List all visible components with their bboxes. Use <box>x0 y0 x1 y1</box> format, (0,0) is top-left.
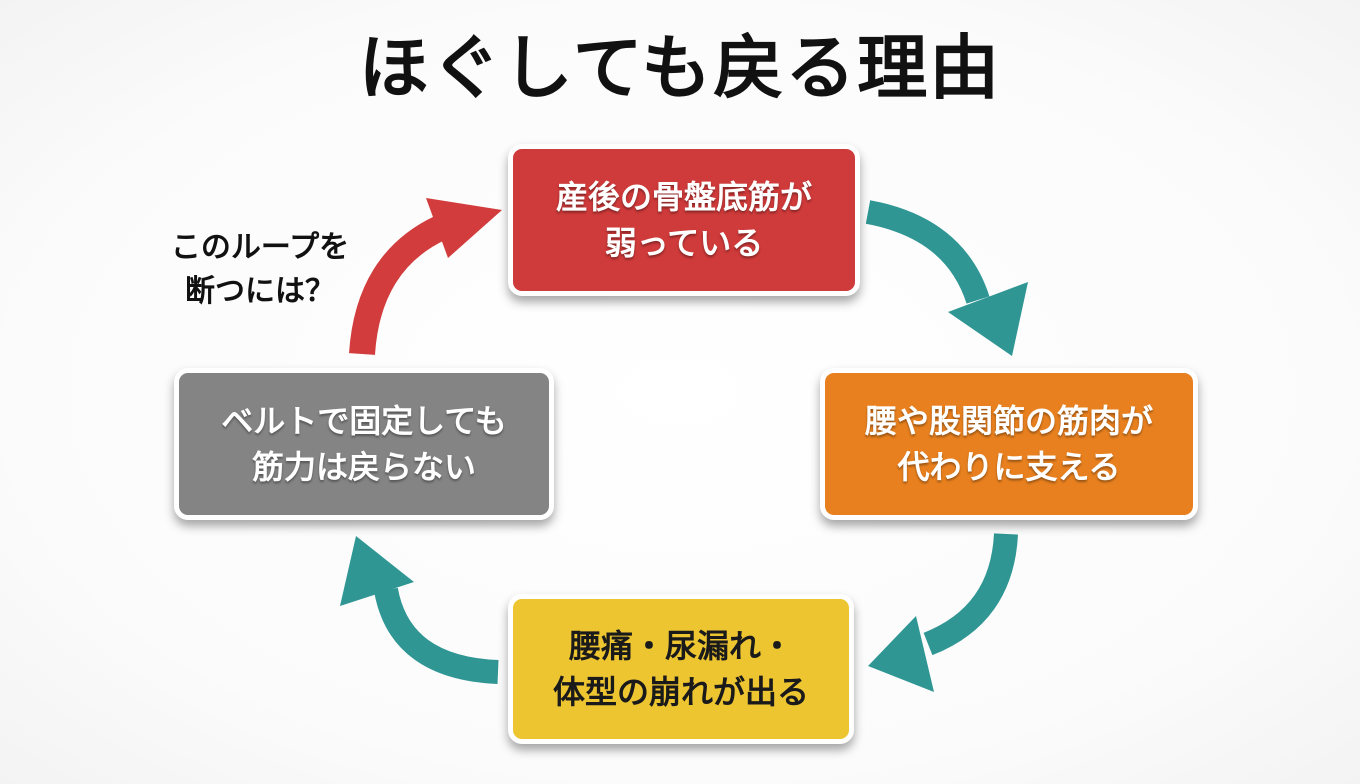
node-weak-pelvic-floor: 産後の骨盤底筋が 弱っている <box>508 144 860 296</box>
callout-line: 断つには？ <box>185 273 335 309</box>
callout-line: このループを <box>170 230 350 265</box>
node-belt-fixation: ベルトで固定しても 筋力は戻らない <box>174 368 554 520</box>
arrow-weak-to-compensation <box>865 200 1028 356</box>
node-text-line: 産後の骨盤底筋が <box>555 177 812 216</box>
diagram-title: ほぐしても戻る理由 <box>358 27 1002 109</box>
node-symptoms: 腰痛・尿漏れ・ 体型の崩れが出る <box>508 594 854 744</box>
arrow-compensation-to-symptoms <box>868 533 1018 692</box>
arrow-symptoms-to-belt <box>340 536 499 684</box>
node-text-line: 筋力は戻らない <box>251 448 476 486</box>
node-text-line: 腰痛・尿漏れ・ <box>568 626 793 665</box>
loop-question-callout: このループを 断つには？ <box>140 226 380 313</box>
node-text-line: 弱っている <box>604 224 764 262</box>
node-text-line: ベルトで固定しても <box>221 401 507 440</box>
arrow-belt-to-weak <box>349 198 502 356</box>
node-compensation: 腰や股関節の筋肉が 代わりに支える <box>820 368 1198 520</box>
node-text-line: 代わりに支える <box>897 448 1121 486</box>
node-text-line: 腰や股関節の筋肉が <box>864 401 1153 440</box>
node-text-line: 体型の崩れが出る <box>552 673 809 711</box>
